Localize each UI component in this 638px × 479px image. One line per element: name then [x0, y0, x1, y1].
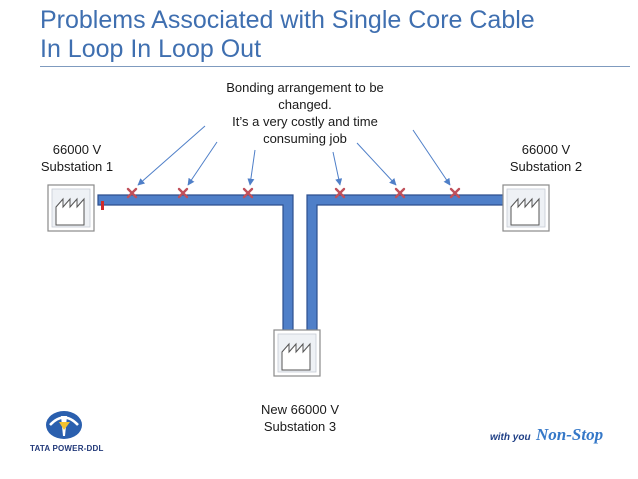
- substation-2-name: Substation 2: [509, 159, 583, 174]
- cable-right-segment: [306, 194, 514, 339]
- slogan: with you Non-Stop: [490, 425, 630, 455]
- substation-2-factory-icon: [502, 184, 550, 232]
- substation-3-voltage: New 66000 V: [260, 402, 340, 417]
- substation-1-label: 66000 V Substation 1: [32, 141, 122, 175]
- slogan-prefix: with you: [490, 432, 531, 443]
- arrow-4: [332, 151, 343, 186]
- tata-power-logo: TATA POWER-DDL: [30, 408, 150, 458]
- bonding-cross-2: [177, 187, 189, 199]
- note-line-2: changed.: [278, 97, 332, 112]
- arrow-6: [412, 129, 451, 186]
- bonding-cross-5: [394, 187, 406, 199]
- bonding-cross-3: [242, 187, 254, 199]
- bonding-note: Bonding arrangement to be changed. It’s …: [195, 79, 415, 147]
- arrow-1: [137, 125, 206, 186]
- substation-3-label: New 66000 V Substation 3: [240, 401, 360, 435]
- arrow-2: [187, 141, 218, 186]
- bonding-cross-1: [126, 187, 138, 199]
- note-line-1: Bonding arrangement to be: [226, 80, 384, 95]
- arrow-5: [356, 142, 397, 186]
- title-line-2: In Loop In Loop Out: [40, 35, 262, 63]
- substation-2-voltage: 66000 V: [521, 142, 571, 157]
- title-line-1: Problems Associated with Single Core Cab…: [40, 6, 535, 34]
- substation-1-voltage: 66000 V: [52, 142, 102, 157]
- slogan-main: Non-Stop: [536, 425, 604, 444]
- substation-3-name: Substation 3: [263, 419, 337, 434]
- brand-name: TATA POWER-DDL: [30, 444, 104, 453]
- substation-3-factory-icon: [273, 329, 321, 377]
- title-underline: [40, 66, 630, 67]
- bonding-cross-4: [334, 187, 346, 199]
- bonding-cross-6: [449, 187, 461, 199]
- red-marker: [101, 201, 104, 210]
- note-line-4: consuming job: [263, 131, 347, 146]
- arrow-3: [247, 149, 256, 186]
- substation-1-name: Substation 1: [40, 159, 114, 174]
- substation-2-label: 66000 V Substation 2: [496, 141, 596, 175]
- cable-left-segment: [97, 194, 294, 339]
- slide-title: Problems Associated with Single Core Cab…: [40, 6, 630, 64]
- tata-logo-icon: [46, 411, 82, 439]
- substation-1-factory-icon: [47, 184, 95, 232]
- note-line-3: It’s a very costly and time: [232, 114, 378, 129]
